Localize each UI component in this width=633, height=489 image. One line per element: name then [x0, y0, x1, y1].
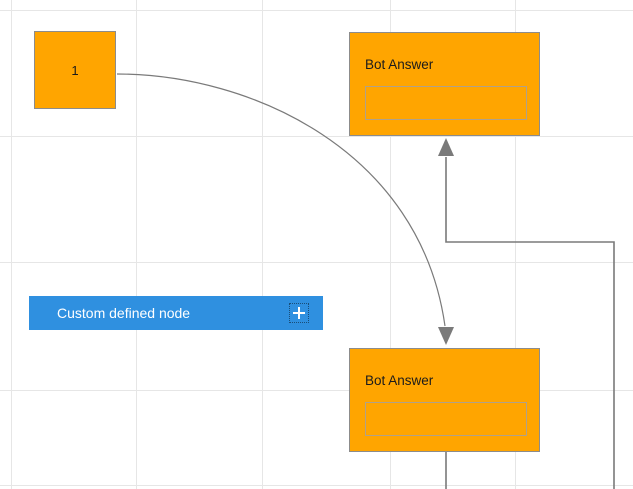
grid-line-vertical [262, 0, 263, 489]
node-start[interactable]: 1 [34, 31, 116, 109]
edge-arrowhead-up [438, 138, 454, 156]
grid-line-vertical [515, 0, 516, 489]
plus-icon[interactable] [289, 303, 309, 323]
node-bot-answer-1-title: Bot Answer [365, 57, 434, 72]
grid-line-vertical [390, 0, 391, 489]
node-bot-answer-1-slot[interactable] [365, 86, 527, 120]
palette-item-label: Custom defined node [57, 305, 191, 321]
node-bot-answer-1[interactable]: Bot Answer [349, 32, 540, 136]
grid-line-horizontal [0, 136, 633, 137]
grid-line-horizontal [0, 262, 633, 263]
node-bot-answer-2[interactable]: Bot Answer [349, 348, 540, 452]
palette-item-custom-defined-node[interactable]: Custom defined node [29, 296, 323, 330]
edge-start-to-bot-answer-2[interactable] [116, 73, 446, 327]
edge-arrowhead-down [438, 327, 454, 345]
grid-line-horizontal [0, 390, 633, 391]
grid-line-horizontal [0, 10, 633, 11]
node-bot-answer-2-slot[interactable] [365, 402, 527, 436]
node-bot-answer-2-title: Bot Answer [365, 373, 434, 388]
grid-line-vertical [11, 0, 12, 489]
node-start-label: 1 [71, 62, 79, 78]
grid-line-horizontal [0, 485, 633, 486]
edge-bot-answer-2-to-bot-answer-1[interactable] [445, 157, 615, 489]
grid-line-vertical [136, 0, 137, 489]
